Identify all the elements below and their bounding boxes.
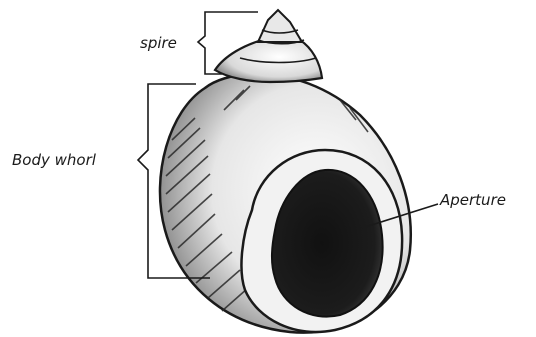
- spire-tip: [258, 10, 302, 42]
- aperture-label: Aperture: [439, 191, 506, 209]
- spire-label: spire: [140, 34, 177, 52]
- body-whorl-label: Body whorl: [12, 151, 97, 169]
- shell: [160, 10, 411, 333]
